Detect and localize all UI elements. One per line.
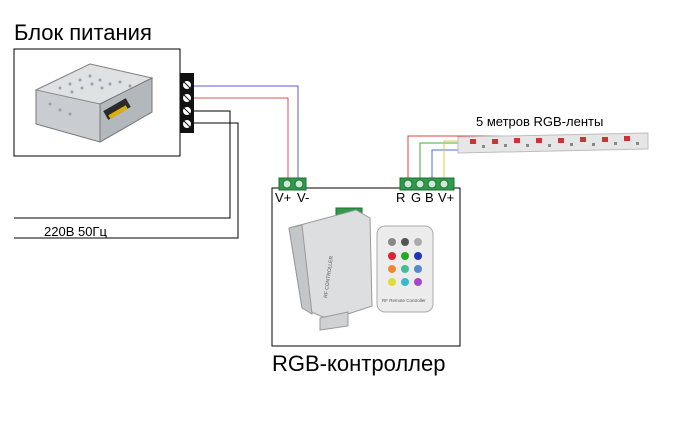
terminal-label-b: B [425, 190, 434, 205]
psu-image [34, 63, 154, 143]
controller-input-terminal [278, 177, 307, 191]
terminal-label-g: G [411, 190, 422, 205]
controller-unit-text: RF CONTROLLER [323, 255, 335, 298]
terminal-label-r: R [396, 190, 406, 205]
terminal-label-input-vminus: V- [297, 190, 310, 205]
led-strip-label: 5 метров RGB-ленты [476, 114, 604, 129]
rgb-led-strip [457, 132, 649, 154]
remote-control-text: RF Remote Controller [382, 298, 426, 303]
power-supply-title: Блок питания [14, 20, 152, 45]
controller-title: RGB-контроллер [272, 351, 446, 376]
controller-output-terminal [399, 177, 455, 191]
mains-label: 220В 50Гц [44, 224, 107, 239]
terminal-label-output-vplus: V+ [438, 190, 455, 205]
remote-control-image: RF Remote Controller [376, 225, 434, 313]
mains-wires [14, 110, 239, 239]
psu-terminal-block [180, 73, 194, 133]
psu-output-wires [192, 85, 299, 178]
terminal-label-input-vplus: V+ [275, 190, 292, 205]
controller-unit-image: RF CONTROLLER [288, 207, 373, 331]
